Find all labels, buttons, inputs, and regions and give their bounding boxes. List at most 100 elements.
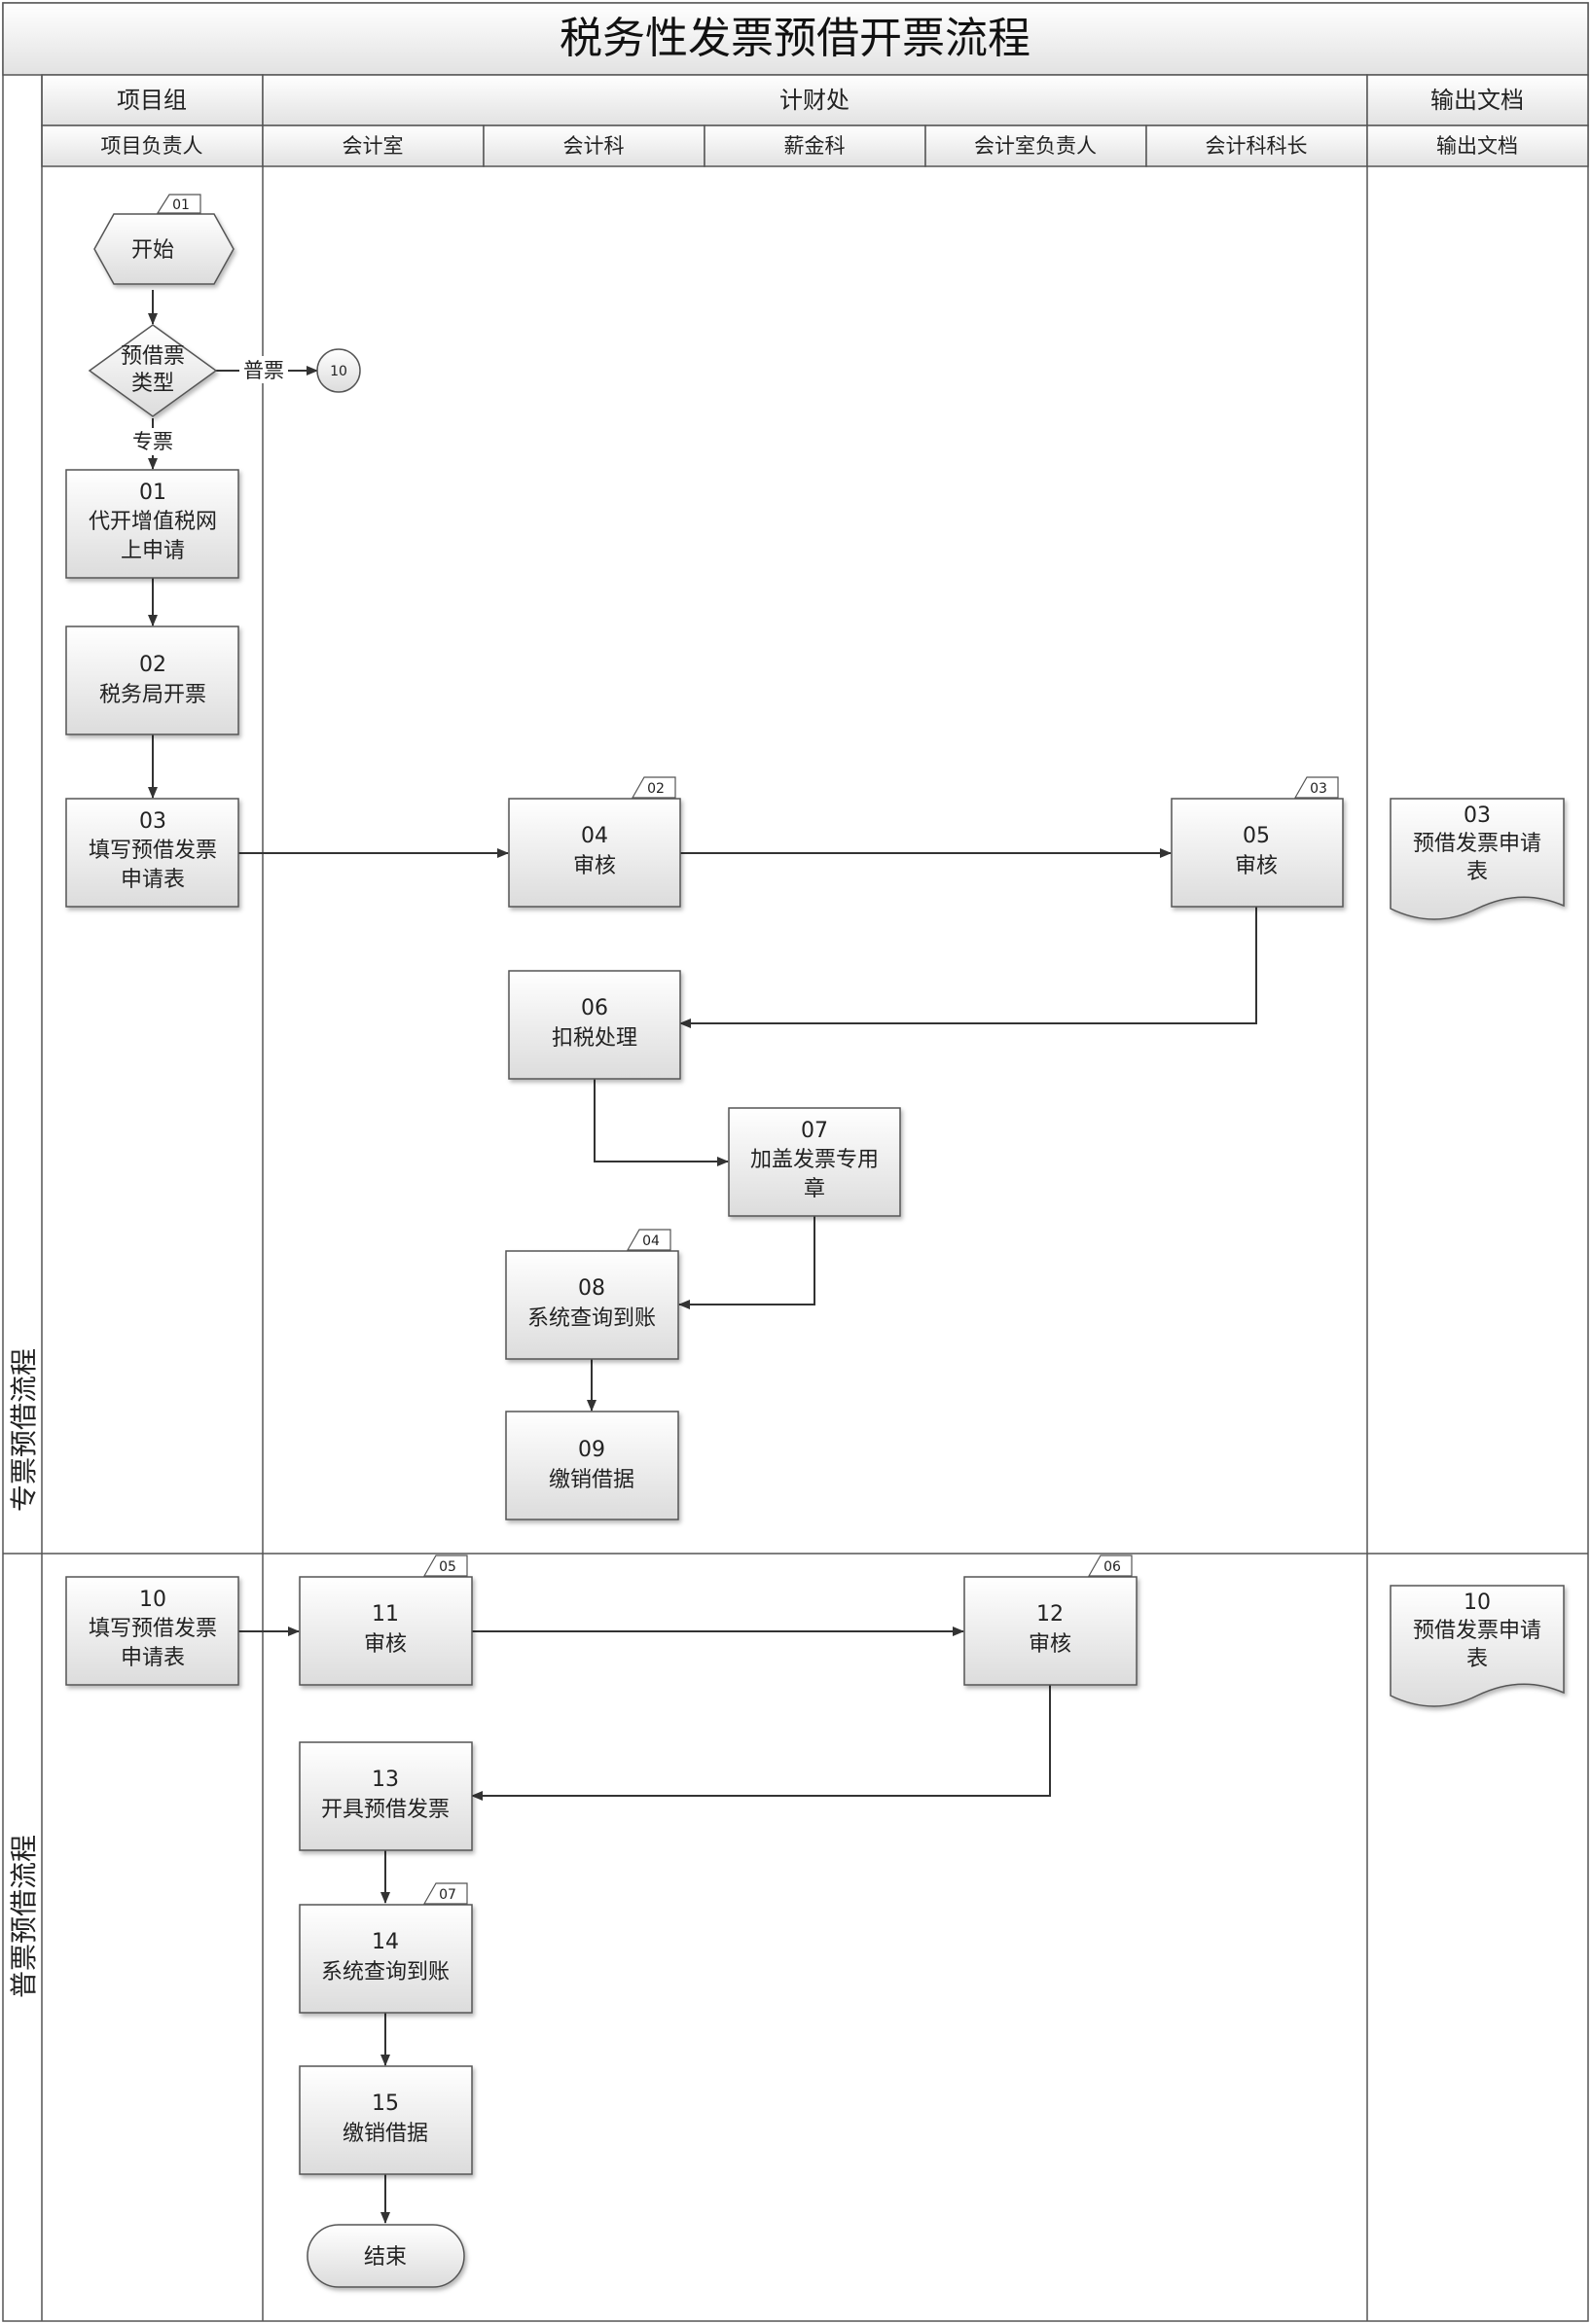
process-box-03[interactable]: 03 填写预借发票 申请表 <box>65 798 239 908</box>
svg-text:06: 06 <box>1103 1559 1121 1575</box>
page-title: 税务性发票预借开票流程 <box>560 14 1031 63</box>
svg-text:03: 03 <box>1464 804 1491 828</box>
svg-text:申请表: 申请表 <box>121 1646 185 1670</box>
decision-node[interactable] <box>88 324 218 417</box>
process-box-01[interactable]: 01 代开增值税网 上申请 <box>65 469 239 579</box>
tag-05: 03 <box>1293 776 1339 799</box>
process-box-02[interactable]: 02 税务局开票 <box>65 626 239 735</box>
svg-text:结束: 结束 <box>364 2245 407 2270</box>
svg-text:09: 09 <box>578 1438 605 1462</box>
end-node[interactable]: 结束 <box>307 2224 465 2288</box>
role-accounting-office: 会计室 <box>343 134 404 158</box>
role-payroll-section: 薪金科 <box>784 134 846 158</box>
svg-text:表: 表 <box>1466 1647 1488 1671</box>
svg-text:03: 03 <box>139 809 166 834</box>
lane-label-special: 专票预借流程 <box>8 1348 40 1512</box>
process-box-13[interactable]: 13 开具预借发票 <box>299 1741 473 1851</box>
svg-text:缴销借据: 缴销借据 <box>549 1468 634 1492</box>
svg-text:04: 04 <box>581 824 608 848</box>
tag-11: 05 <box>422 1555 468 1577</box>
process-box-11[interactable]: 11 审核 <box>299 1576 473 1686</box>
svg-text:02: 02 <box>139 653 166 677</box>
tag-04: 02 <box>631 776 676 799</box>
svg-text:审核: 审核 <box>364 1632 407 1657</box>
svg-text:13: 13 <box>372 1768 399 1792</box>
tag-start: 01 <box>156 194 201 214</box>
svg-text:开具预借发票: 开具预借发票 <box>321 1798 450 1822</box>
svg-text:04: 04 <box>642 1234 660 1249</box>
process-box-10[interactable]: 10 填写预借发票 申请表 <box>65 1576 239 1686</box>
svg-text:01: 01 <box>139 481 166 505</box>
document-03[interactable]: 03 预借发票申请 表 <box>1390 798 1565 920</box>
document-10[interactable]: 10 预借发票申请 表 <box>1390 1585 1565 1707</box>
role-header-row: 项目负责人 会计室 会计科 薪金科 会计室负责人 会计科科长 输出文档 <box>41 125 1589 167</box>
process-box-07[interactable]: 07 加盖发票专用 章 <box>728 1107 901 1217</box>
edge-label-general: 普票 <box>243 359 284 382</box>
svg-text:代开增值税网: 代开增值税网 <box>89 510 217 534</box>
edge-label-special: 专票 <box>132 430 173 453</box>
svg-text:填写预借发票: 填写预借发票 <box>89 839 217 863</box>
svg-text:02: 02 <box>647 781 665 797</box>
svg-text:01: 01 <box>172 197 190 213</box>
svg-text:07: 07 <box>801 1119 828 1143</box>
decision-label-line2: 类型 <box>131 372 174 396</box>
role-project-leader: 项目负责人 <box>101 134 203 158</box>
svg-text:税务局开票: 税务局开票 <box>99 683 206 707</box>
process-box-08[interactable]: 08 系统查询到账 <box>505 1250 679 1360</box>
process-box-12[interactable]: 12 审核 <box>963 1576 1138 1686</box>
tag-12: 06 <box>1087 1555 1133 1577</box>
swimlane-grid <box>3 75 1588 2321</box>
role-output-docs: 输出文档 <box>1436 134 1518 158</box>
connectors <box>148 290 1257 2224</box>
svg-text:11: 11 <box>372 1602 399 1627</box>
decision-label-line1: 预借票 <box>121 344 185 369</box>
svg-text:章: 章 <box>804 1177 825 1201</box>
arrow-06-07 <box>594 1078 729 1166</box>
process-box-04[interactable]: 04 审核 <box>508 798 681 908</box>
start-node[interactable] <box>93 213 235 285</box>
svg-text:03: 03 <box>1310 781 1327 797</box>
svg-text:扣税处理: 扣税处理 <box>552 1026 637 1051</box>
process-box-05[interactable]: 05 审核 <box>1171 798 1344 908</box>
svg-text:10: 10 <box>1464 1591 1491 1615</box>
svg-text:05: 05 <box>439 1559 456 1575</box>
arrow-07-08 <box>678 1216 815 1309</box>
process-box-09[interactable]: 09 缴销借据 <box>505 1411 679 1520</box>
dept-finance: 计财处 <box>779 87 850 114</box>
svg-text:预借发票申请: 预借发票申请 <box>1413 1619 1541 1643</box>
svg-text:06: 06 <box>581 996 608 1020</box>
process-box-14[interactable]: 14 系统查询到账 <box>299 1904 473 2014</box>
arrow-12-13 <box>471 1685 1051 1801</box>
tag-14: 07 <box>422 1882 468 1905</box>
svg-text:审核: 审核 <box>573 854 616 878</box>
role-accounting-section: 会计科 <box>563 134 625 158</box>
svg-text:14: 14 <box>372 1930 399 1954</box>
svg-text:上申请: 上申请 <box>121 539 185 563</box>
svg-text:缴销借据: 缴销借据 <box>343 2122 428 2146</box>
role-office-head: 会计室负责人 <box>974 134 1097 158</box>
svg-text:15: 15 <box>372 2092 399 2116</box>
process-box-15[interactable]: 15 缴销借据 <box>299 2065 473 2175</box>
arrow-05-06 <box>679 907 1257 1028</box>
dept-output: 输出文档 <box>1430 87 1524 114</box>
process-box-06[interactable]: 06 扣税处理 <box>508 970 681 1080</box>
start-label: 开始 <box>131 238 174 263</box>
department-header-row: 项目组 计财处 输出文档 <box>41 74 1589 126</box>
svg-text:填写预借发票: 填写预借发票 <box>89 1617 217 1641</box>
svg-text:申请表: 申请表 <box>121 868 185 892</box>
svg-text:07: 07 <box>439 1887 456 1903</box>
svg-text:系统查询到账: 系统查询到账 <box>321 1960 450 1984</box>
svg-text:审核: 审核 <box>1029 1632 1071 1657</box>
svg-text:加盖发票专用: 加盖发票专用 <box>750 1148 879 1172</box>
svg-text:10: 10 <box>330 364 347 379</box>
svg-text:10: 10 <box>139 1588 166 1612</box>
tag-08: 04 <box>626 1229 671 1251</box>
lane-label-general: 普票预借流程 <box>8 1835 40 1998</box>
svg-text:审核: 审核 <box>1235 854 1278 878</box>
role-section-chief: 会计科科长 <box>1206 134 1308 158</box>
svg-text:系统查询到账: 系统查询到账 <box>527 1306 656 1331</box>
connector-10[interactable]: 10 <box>316 348 361 393</box>
svg-text:预借发票申请: 预借发票申请 <box>1413 832 1541 856</box>
svg-text:05: 05 <box>1243 824 1270 848</box>
